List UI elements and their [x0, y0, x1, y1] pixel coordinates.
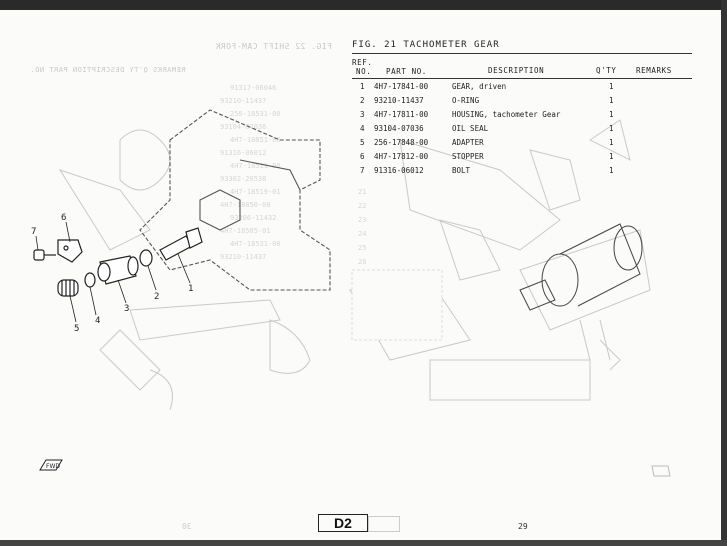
ghost-row: 4H7-18519-01: [230, 188, 281, 196]
section-code-badge: D2: [318, 514, 368, 532]
ghost-row: 4H7-18585-01: [220, 227, 271, 235]
callout-7: 7: [31, 227, 36, 237]
header-description: DESCRIPTION: [488, 66, 545, 75]
header-part-no: PART NO.: [386, 67, 427, 76]
page-edge-shadow: [721, 0, 727, 546]
ghost-row: 4H7-18850-00: [220, 201, 271, 209]
background-parts: [58, 119, 651, 411]
page-number: 29: [518, 522, 528, 531]
adapter-part: [57, 279, 79, 297]
fwd-arrow-icon: FWD: [39, 459, 63, 471]
ghost-page-number: 30: [182, 522, 192, 531]
leader-lines: [35, 221, 191, 323]
shift-drum: [519, 223, 643, 311]
ghost-row: 93302-20538: [220, 175, 267, 183]
svg-text:FWD: FWD: [46, 463, 60, 470]
header-qty: Q'TY: [596, 66, 617, 75]
header-remarks: REMARKS: [636, 66, 672, 75]
title-rule: [352, 53, 692, 54]
header-no: NO.: [356, 67, 372, 76]
ghost-right-row: 25: [358, 244, 367, 252]
ghost-row: 93206-11432: [230, 214, 277, 222]
ghost-right-row: 21: [358, 188, 367, 196]
ghost-right-row: 22: [358, 202, 367, 210]
header-ref: REF.: [352, 58, 373, 67]
ghost-row: 93210-11437: [220, 97, 267, 105]
bolt-part: [33, 249, 45, 261]
o-ring-part: [139, 249, 153, 267]
ghost-row: 91317-06046: [230, 84, 277, 92]
ghost-row: 93210-11437: [220, 253, 267, 261]
figure-title: FIG. 21 TACHOMETER GEAR: [352, 40, 500, 50]
header-rule: [352, 78, 692, 79]
ghost-row: 256-18531-00: [230, 110, 281, 118]
ghost-right-row: 23: [358, 216, 367, 224]
ghost-row: 93104-07036: [220, 123, 267, 131]
ghost-right-row: 24: [358, 230, 367, 238]
page-binding-shadow: [0, 0, 727, 10]
ghost-row: 4H7-18511-00: [230, 162, 281, 170]
callout-5: 5: [74, 324, 79, 334]
crankcase-outline: [139, 109, 331, 291]
tacho-parts: [33, 227, 203, 297]
ghost-row: 4H7-18851-00: [230, 136, 281, 144]
ghost-fwd-arrow-icon: [651, 465, 671, 477]
callout-6: 6: [61, 213, 66, 223]
callout-4: 4: [95, 316, 100, 326]
callout-1: 1: [188, 284, 193, 294]
callout-numbers: 1 2 3 4 5 6 7: [31, 213, 193, 334]
driven-gear-part: [159, 235, 193, 261]
ghost-row: 91316-06012: [220, 149, 267, 157]
oil-seal-part: [84, 272, 96, 288]
stopper-part: [57, 239, 83, 263]
ghost-right-row: 26: [358, 258, 367, 266]
callout-2: 2: [154, 292, 159, 302]
page-bottom-shadow: [0, 540, 727, 546]
ghost-section-badge: [368, 516, 400, 532]
callout-3: 3: [124, 304, 129, 314]
ghost-row: 4H7-18531-00: [230, 240, 281, 248]
